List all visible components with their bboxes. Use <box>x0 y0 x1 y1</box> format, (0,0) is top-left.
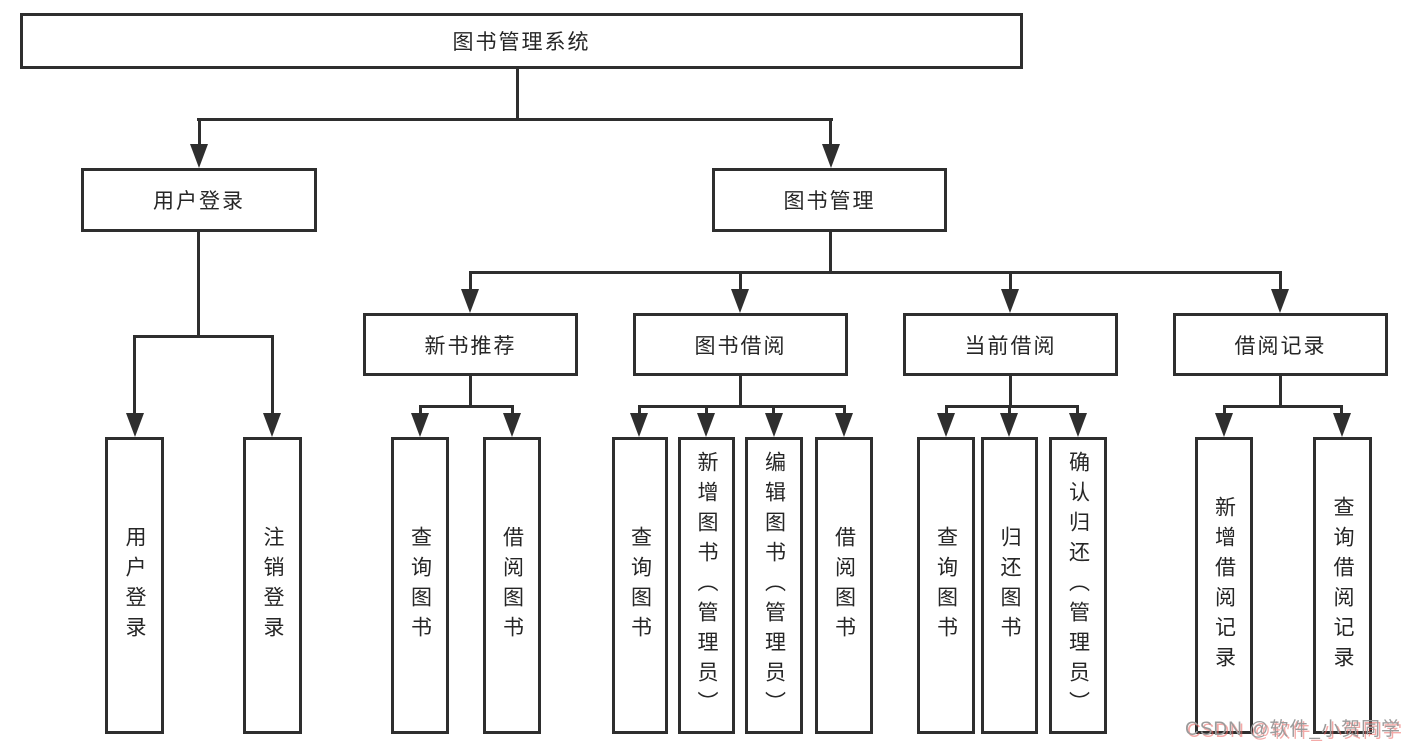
connector-line <box>739 376 742 407</box>
arrow-down-icon <box>263 413 281 437</box>
node-label: 图书管理系统 <box>452 31 591 54</box>
connector-line <box>419 405 422 415</box>
node-label: 借阅图书 <box>832 525 856 646</box>
arrow-down-icon <box>1001 289 1019 313</box>
connector-line <box>1223 405 1226 415</box>
arrow-down-icon <box>1333 413 1351 437</box>
node-label: 用户登录 <box>123 525 146 646</box>
connector-line <box>197 232 200 337</box>
node-root: 图书管理系统 <box>20 13 1023 69</box>
connector-line <box>469 271 472 291</box>
node-label: 新增借阅记录 <box>1212 495 1236 676</box>
arrow-down-icon <box>697 413 715 437</box>
arrow-down-icon <box>503 413 521 437</box>
connector-line <box>419 405 514 408</box>
arrow-down-icon <box>461 289 479 313</box>
node-label: 编辑图书（管理员） <box>762 450 786 721</box>
connector-line <box>945 405 1079 408</box>
connector-line <box>638 405 846 408</box>
arrow-down-icon <box>1000 413 1018 437</box>
connector-line <box>1223 405 1343 408</box>
node-label: 确认归还（管理员） <box>1066 450 1090 721</box>
connector-line <box>133 335 136 415</box>
watermark: CSDN @软件_小贺同学 <box>1185 719 1401 740</box>
node-label: 当前借阅 <box>964 334 1057 358</box>
arrow-down-icon <box>1271 289 1289 313</box>
connector-line <box>198 118 201 146</box>
node-br-add-record: 新增借阅记录 <box>1195 437 1253 734</box>
node-nb-borrow-books: 借阅图书 <box>483 437 541 734</box>
connector-line <box>511 405 514 415</box>
arrow-down-icon <box>822 144 840 168</box>
node-borrow-record: 借阅记录 <box>1173 313 1388 376</box>
node-label: 注销登录 <box>261 525 284 646</box>
connector-line <box>1279 271 1282 291</box>
node-label: 新增图书（管理员） <box>695 450 718 721</box>
node-current-borrow: 当前借阅 <box>903 313 1118 376</box>
connector-line <box>638 405 641 415</box>
arrow-down-icon <box>765 413 783 437</box>
connector-line <box>469 376 472 407</box>
connector-line <box>829 118 832 146</box>
node-bb-edit-books: 编辑图书（管理员） <box>745 437 803 734</box>
node-cb-confirm-return: 确认归还（管理员） <box>1049 437 1107 734</box>
node-cb-query-books: 查询图书 <box>917 437 975 734</box>
arrow-down-icon <box>1069 413 1087 437</box>
node-label: 归还图书 <box>998 525 1021 646</box>
node-bb-add-books: 新增图书（管理员） <box>678 437 735 734</box>
arrow-down-icon <box>731 289 749 313</box>
node-label: 图书借阅 <box>694 334 787 358</box>
node-user-login: 用户登录 <box>81 168 317 232</box>
node-label: 新书推荐 <box>424 334 517 358</box>
connector-line <box>843 405 846 415</box>
node-label: 借阅记录 <box>1234 334 1327 358</box>
arrow-down-icon <box>835 413 853 437</box>
connector-line <box>1009 376 1012 407</box>
connector-line <box>1279 376 1282 407</box>
arrow-down-icon <box>411 413 429 437</box>
arrow-down-icon <box>937 413 955 437</box>
connector-line <box>271 335 274 415</box>
node-label: 用户登录 <box>153 190 245 213</box>
arrow-down-icon <box>630 413 648 437</box>
node-br-query-record: 查询借阅记录 <box>1313 437 1372 734</box>
node-logout: 注销登录 <box>243 437 302 734</box>
arrow-down-icon <box>190 144 208 168</box>
node-label: 查询图书 <box>628 525 652 646</box>
node-nb-query-books: 查询图书 <box>391 437 449 734</box>
connector-line <box>829 232 832 273</box>
connector-line <box>516 69 519 121</box>
node-new-book-recommend: 新书推荐 <box>363 313 578 376</box>
arrow-down-icon <box>1215 413 1233 437</box>
node-label: 图书管理 <box>783 190 876 213</box>
arrow-down-icon <box>126 413 144 437</box>
connector-line <box>469 271 1282 274</box>
node-label: 查询图书 <box>934 525 958 646</box>
connector-line <box>945 405 948 415</box>
node-bb-query-books: 查询图书 <box>612 437 668 734</box>
connector-line <box>1340 405 1343 415</box>
node-label: 查询图书 <box>408 525 432 646</box>
connector-line <box>133 335 274 338</box>
node-book-management: 图书管理 <box>712 168 947 232</box>
node-book-borrow: 图书借阅 <box>633 313 848 376</box>
connector-line <box>739 271 742 291</box>
connector-line <box>1008 405 1011 415</box>
node-label: 查询借阅记录 <box>1331 495 1354 676</box>
connector-line <box>197 118 833 121</box>
node-label: 借阅图书 <box>500 525 524 646</box>
connector-line <box>772 405 775 415</box>
node-bb-borrow-books: 借阅图书 <box>815 437 873 734</box>
connector-line <box>1076 405 1079 415</box>
connector-line <box>1009 271 1012 291</box>
node-user-login-leaf: 用户登录 <box>105 437 164 734</box>
connector-line <box>705 405 708 415</box>
node-cb-return-books: 归还图书 <box>981 437 1038 734</box>
